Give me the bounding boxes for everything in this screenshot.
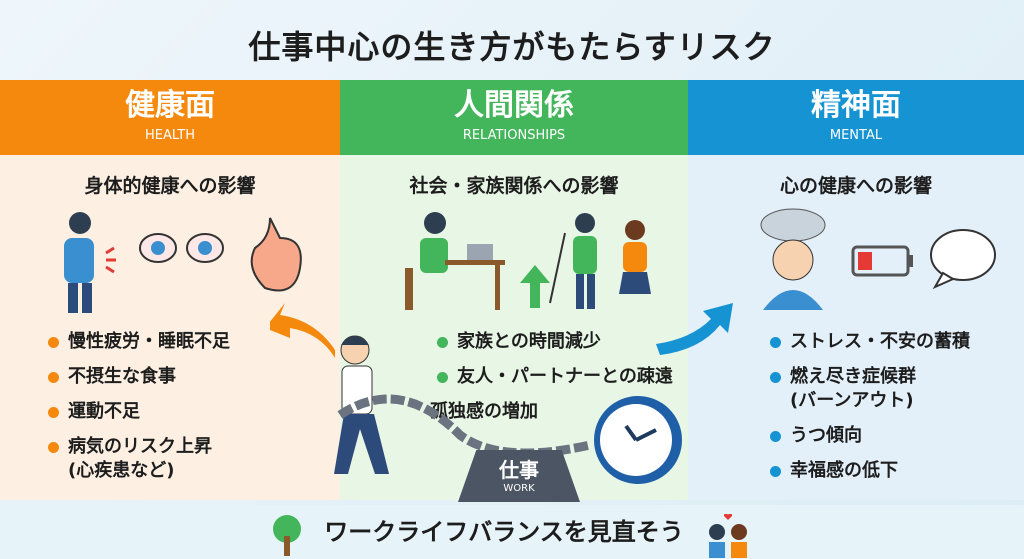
speech-bubble-icon — [930, 229, 996, 290]
mental-illustration — [760, 208, 996, 310]
list-item-continued: (バーンアウト) — [790, 390, 914, 411]
tired-eyes-icon — [139, 233, 224, 263]
person-at-desk-icon — [405, 212, 505, 310]
footer-banner: ワークライフバランスを見直そう — [0, 505, 1024, 559]
mental-title: 精神面 — [811, 88, 901, 123]
health-header: 健康面 HEALTH — [0, 80, 340, 155]
mental-header: 精神面 MENTAL — [688, 80, 1024, 155]
arrow-up-icon — [520, 265, 550, 308]
list-item: うつ傾向 — [768, 424, 970, 448]
health-subtitle: HEALTH — [144, 128, 196, 143]
work-weight: 仕事 WORK — [458, 450, 580, 502]
page-title: 仕事中心の生き方がもたらすリスク — [248, 28, 776, 66]
list-item: 病気のリスク上昇 — [46, 435, 230, 459]
health-list: 慢性疲労・睡眠不足 不摂生な食事 運動不足 病気のリスク上昇 (心疾患など) — [46, 330, 230, 494]
list-item: ストレス・不安の蓄積 — [768, 330, 970, 354]
happy-couple-icon — [708, 512, 747, 558]
list-item: 運動不足 — [46, 400, 230, 424]
list-item: 友人・パートナーとの疎遠 — [435, 365, 673, 389]
mental-subtitle: MENTAL — [829, 128, 883, 143]
list-item: 孤独感の増加 — [430, 401, 538, 422]
relationships-title: 人間関係 — [454, 88, 574, 123]
list-item-continued: (心疾患など) — [68, 460, 175, 481]
relationships-heading: 社会・家族関係への影響 — [409, 175, 619, 197]
divider-line — [549, 232, 566, 304]
stressed-person-icon — [760, 208, 826, 310]
work-weight-sublabel: WORK — [503, 483, 535, 494]
footer-text: ワークライフバランスを見直そう — [324, 518, 684, 546]
list-item: 慢性疲労・睡眠不足 — [46, 330, 230, 354]
tree-icon — [273, 514, 302, 556]
center-illustration — [270, 303, 733, 484]
list-item: 幸福感の低下 — [768, 459, 970, 483]
stomach-ache-icon — [250, 217, 302, 292]
mental-heading: 心の健康への影響 — [779, 175, 932, 197]
mental-column: 精神面 MENTAL 心の健康への影響 ストレス・不安の蓄積 燃え尽き症候群 (… — [688, 80, 1024, 500]
mental-list: ストレス・不安の蓄積 燃え尽き症候群 (バーンアウト) うつ傾向 幸福感の低下 — [768, 330, 970, 494]
list-item: 燃え尽き症候群 — [768, 365, 970, 389]
chain-icon — [337, 394, 591, 458]
health-column: 健康面 HEALTH 身体的健康への影響 慢性疲労・睡眠不足 不摂生な食事 運動… — [0, 80, 340, 500]
arrow-right-icon — [656, 303, 733, 355]
list-item: 不摂生な食事 — [46, 365, 230, 389]
health-title: 健康面 — [125, 88, 215, 123]
relationships-list: 家族との時間減少 友人・パートナーとの疎遠 孤独感の増加 — [430, 330, 673, 435]
work-weight-label: 仕事 — [499, 458, 539, 482]
chained-worker-icon — [334, 335, 389, 474]
arguing-couple-icon — [573, 213, 651, 309]
clock-icon — [594, 396, 682, 484]
arrow-left-icon — [270, 303, 335, 358]
list-item: 家族との時間減少 — [435, 330, 673, 354]
relationships-illustration — [405, 212, 651, 310]
health-illustration — [64, 212, 302, 313]
relationships-subtitle: RELATIONSHIPS — [462, 128, 566, 143]
low-battery-icon — [851, 245, 913, 277]
back-pain-person-icon — [64, 212, 116, 313]
relationships-header: 人間関係 RELATIONSHIPS — [340, 80, 688, 155]
health-heading: 身体的健康への影響 — [84, 175, 256, 197]
